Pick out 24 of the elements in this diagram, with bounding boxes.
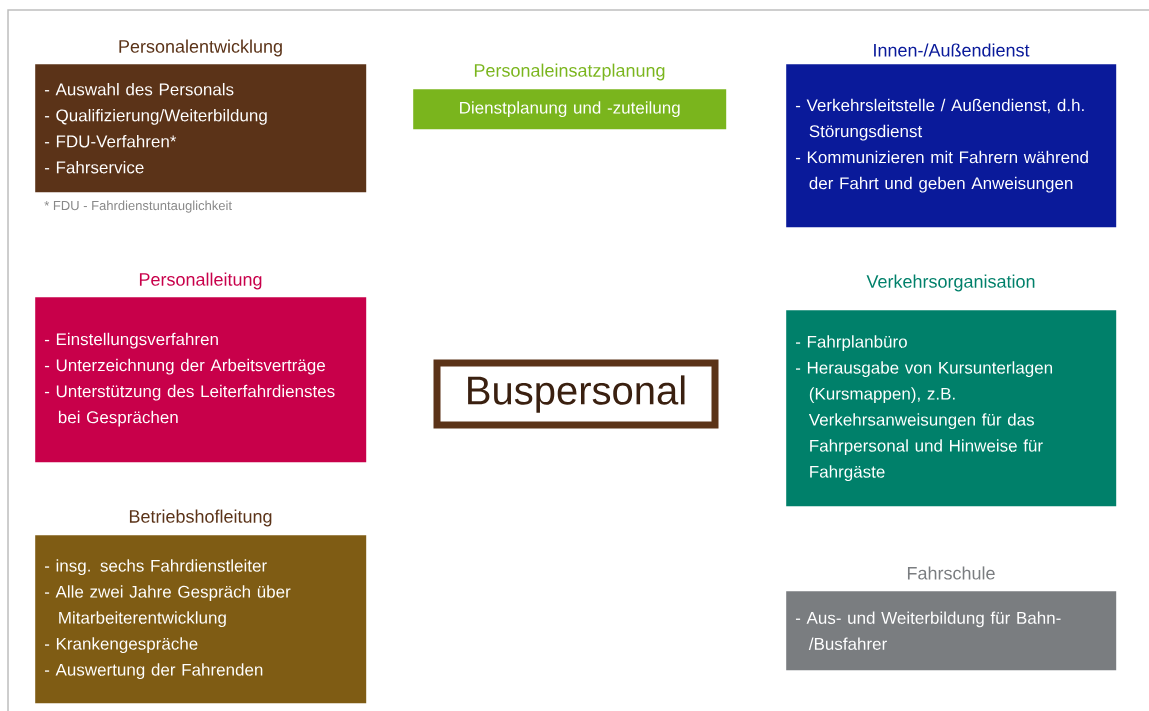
info-box: - Fahrplanbüro - Herausgabe von Kursunterlagen (Kursmappen), z.B. Verkehrsanweisungen für das Fahrpersonal und Hinweise für Fahrgäste [786, 310, 1117, 507]
box-heading: Verkehrsorganisation [866, 274, 1035, 292]
info-box: - Aus- und Weiterbildung für Bahn-/Busfahrer [786, 591, 1117, 671]
node-label: - Qualifizierung/Weiterbildung [44, 108, 267, 125]
info-box: - Verkehrsleitstelle / Außendienst, d.h. Störungsdienst - Kommunizieren mit Fahrern während der Fahrt und geben Anweisungen [786, 64, 1117, 228]
node-label: - Auswertung der Fahrenden [44, 663, 263, 680]
box-heading: Innen-/Außendienst [874, 43, 1030, 57]
footnote: * FDU - Fahrdienstuntauglichkeit [44, 200, 232, 213]
node-label: - Fahrservice [44, 160, 144, 174]
box-heading: Betriebshofleitung [129, 509, 272, 527]
box-heading: Personaleinsatzplanung [474, 63, 665, 81]
node-label: - Alle zwei Jahre Gespräch über Mitarbeiterentwicklung [44, 585, 291, 628]
box-heading: Personalentwicklung [119, 39, 282, 57]
info-box: - Auswahl des Personals - Qualifizierung/Weiterbildung - FDU-Verfahren* - Fahrservice [35, 64, 367, 193]
node-label: - Auswahl des Personals [44, 82, 234, 96]
box-heading: Personalleitung [139, 272, 262, 290]
node-label: - insg. sechs Fahrdienstleiter [44, 559, 267, 576]
info-box: - Einstellungsverfahren - Unterzeichnung der Arbeitsverträge - Unterstützung des Leiterfahrdienstes bei Gesprächen [35, 297, 367, 463]
info-box: Dienstplanung und -zuteilung [413, 89, 727, 130]
info-box: Buspersonal [433, 359, 719, 429]
info-box: - insg. sechs Fahrdienstleiter - Alle zwei Jahre Gespräch über Mitarbeiterentwicklung - Krankengespräche - Auswertung der Fahrenden [35, 535, 367, 704]
box-heading: Fahrschule [907, 566, 995, 580]
node-label: - FDU-Verfahren* [44, 134, 177, 148]
node-label: - Krankengespräche [44, 637, 198, 654]
